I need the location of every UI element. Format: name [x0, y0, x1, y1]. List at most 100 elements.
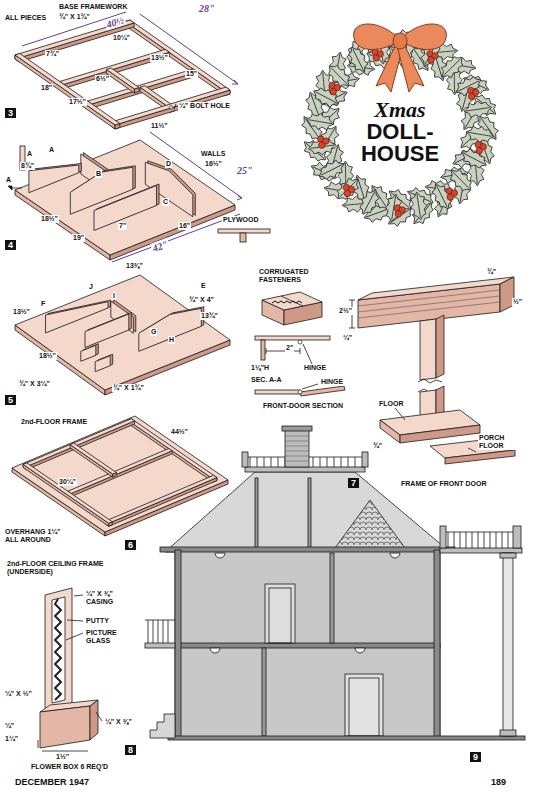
part-label: ¾" X 1¾"	[58, 13, 91, 21]
partition-wall	[330, 553, 334, 643]
part-label: 13⅜"	[125, 262, 144, 270]
holly-leaf	[436, 52, 467, 83]
part-label: ¼" X ⅜" CASING	[85, 590, 142, 606]
2nd-floor-frame	[70, 443, 116, 474]
holly-leaf	[324, 60, 355, 91]
part-label: D	[165, 160, 172, 168]
part-label: A	[5, 176, 12, 184]
part-label: FLOWER BOX 6 REQ'D	[30, 763, 109, 771]
part-label: 18½"	[40, 215, 59, 223]
handwritten-dimension: 28"	[198, 3, 216, 14]
part-label: 11½"	[150, 122, 169, 130]
attic-partition	[255, 478, 258, 548]
part-label: A	[48, 146, 55, 154]
part-label: A	[26, 150, 33, 158]
porch-floor	[445, 450, 515, 464]
part-label: 16½"	[204, 160, 223, 168]
leader-line	[303, 344, 312, 364]
baluster	[472, 532, 473, 548]
baluster	[448, 532, 449, 548]
balustrade-post	[440, 526, 446, 548]
porch-column	[503, 553, 513, 736]
dormer-shingles	[335, 500, 405, 548]
part-label: 13¾"	[200, 312, 219, 320]
bow-tail	[397, 44, 424, 92]
joint-line	[281, 296, 303, 306]
molding-line	[358, 290, 500, 306]
door-header	[358, 277, 514, 300]
pen-arrowhead	[237, 196, 242, 200]
holly-leaf	[452, 73, 484, 100]
2nd-floor-frame	[23, 463, 112, 523]
baluster	[466, 532, 467, 548]
leader-line	[66, 633, 83, 640]
part-label: SEC. A-A	[250, 376, 282, 384]
baluster	[484, 532, 485, 548]
molding-line	[358, 296, 500, 312]
door-panel	[269, 588, 291, 643]
part-label: 19"	[72, 234, 85, 242]
leader-line	[74, 595, 83, 596]
part-label: HINGE	[320, 378, 344, 386]
holly-berry	[373, 55, 379, 61]
corrugated-fastener	[272, 301, 302, 303]
dimension-tick	[266, 348, 267, 354]
page-footer: 189	[490, 777, 507, 787]
bow-loop	[354, 24, 400, 50]
section-leg	[261, 340, 265, 360]
baluster	[348, 457, 349, 467]
part-label: ¼"	[342, 334, 353, 342]
floor-slab	[380, 420, 400, 443]
part-label: PUTTY	[85, 617, 110, 625]
holly-leaf	[332, 173, 363, 204]
flower-box	[90, 700, 98, 740]
holly-berry	[476, 147, 482, 153]
2nd-floor-frame	[26, 421, 134, 470]
brick-course	[285, 441, 309, 442]
part-label: WALLS	[200, 150, 227, 158]
baluster	[313, 457, 314, 467]
dimension-tick	[300, 348, 301, 354]
outer-wall	[434, 550, 440, 738]
wall-e	[139, 308, 202, 351]
leader-line	[302, 384, 318, 389]
hinge-knuckle	[298, 390, 302, 394]
2nd-floor-frame	[105, 475, 216, 523]
brick-course	[285, 456, 309, 457]
pen-dimension-line	[150, 132, 242, 198]
part-label: ¼"	[4, 722, 15, 730]
baluster	[320, 457, 321, 467]
leader-line	[395, 408, 405, 420]
upper-door	[265, 584, 295, 643]
baluster	[163, 620, 164, 643]
part-label: B	[95, 170, 102, 178]
part-label: C	[162, 198, 169, 206]
baluster	[153, 620, 154, 643]
part-label: FRONT-DOOR SECTION	[262, 402, 344, 410]
wall-i	[85, 314, 129, 348]
porch-roof	[440, 548, 522, 553]
column-capital	[500, 553, 516, 558]
part-label: G	[150, 328, 157, 336]
base-framework	[15, 54, 120, 126]
baluster	[334, 457, 335, 467]
wall-h	[95, 356, 110, 372]
front-steps	[150, 714, 175, 738]
plywood-floor	[15, 140, 235, 255]
bow-knot	[393, 33, 407, 49]
baluster	[250, 457, 251, 467]
holly-leaf	[305, 111, 335, 131]
door-jamb	[420, 319, 436, 380]
fastener-block	[262, 292, 322, 310]
balustrade-post	[242, 452, 248, 467]
pen-dimension-line	[140, 14, 238, 84]
balustrade-post	[362, 452, 368, 467]
part-label: ¾" X 3¼"	[18, 380, 51, 388]
holly-leaf	[307, 137, 337, 157]
putty	[55, 599, 61, 700]
baluster	[257, 457, 258, 467]
part-label: 13½"	[150, 54, 169, 62]
leader-line	[174, 104, 176, 109]
part-label: H	[168, 336, 175, 344]
